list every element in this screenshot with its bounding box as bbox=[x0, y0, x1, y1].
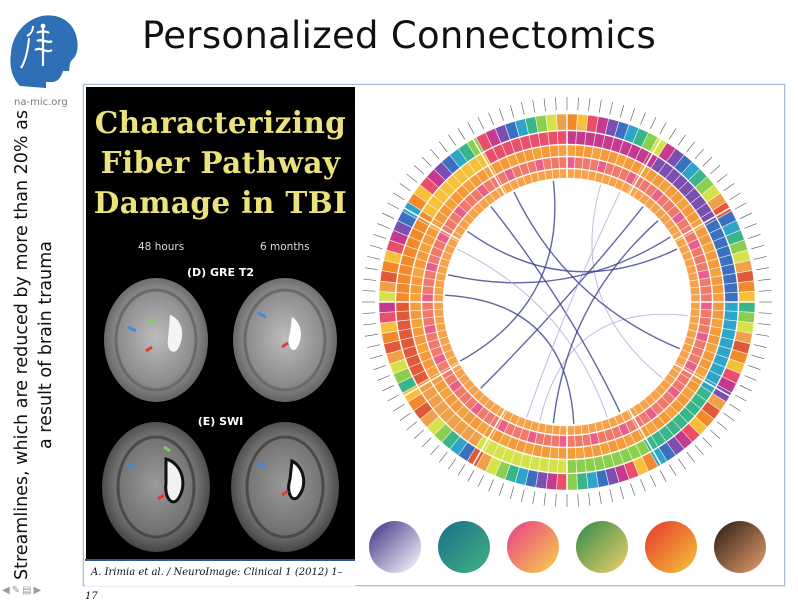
mri-scans bbox=[102, 278, 339, 552]
connectogram-panel bbox=[355, 87, 780, 584]
panel-label-gre-t2: (D) GRE T2 bbox=[186, 266, 254, 279]
side-caption: Streamlines, which are reduced by more t… bbox=[12, 110, 56, 580]
menu-icon[interactable]: ▤ bbox=[22, 585, 34, 596]
headline-line: Fiber Pathway bbox=[100, 145, 341, 180]
time-label-6m: 6 months bbox=[260, 241, 310, 253]
na-mic-logo bbox=[10, 15, 78, 89]
figure-headline: Characterizing Fiber Pathway Damage in T… bbox=[86, 103, 355, 223]
arrow-left-icon[interactable]: ◀ bbox=[2, 585, 12, 596]
connectogram bbox=[362, 97, 772, 573]
headline-line: Characterizing bbox=[94, 105, 347, 140]
time-label-48h: 48 hours bbox=[138, 241, 185, 253]
panel-label-swi: (E) SWI bbox=[197, 415, 244, 428]
headline-line: Damage in TBI bbox=[93, 185, 348, 220]
mri-figure-panel: Characterizing Fiber Pathway Damage in T… bbox=[85, 87, 355, 602]
gre-t2-6m-scan bbox=[233, 278, 337, 402]
swi-6m-scan bbox=[231, 422, 339, 552]
arrow-right-icon[interactable]: ▶ bbox=[33, 585, 44, 596]
logo-text: na-mic.org bbox=[14, 97, 68, 108]
gre-t2-48h-scan bbox=[104, 278, 208, 402]
pen-icon[interactable]: ✎ bbox=[11, 585, 23, 596]
swi-48h-scan bbox=[102, 422, 210, 552]
figure-citation: A. Irimia et al. / NeuroImage: Clinical … bbox=[85, 559, 355, 602]
slide-nav: ◀✎▤▶ bbox=[2, 585, 43, 596]
slide-title: Personalized Connectomics bbox=[141, 14, 657, 57]
